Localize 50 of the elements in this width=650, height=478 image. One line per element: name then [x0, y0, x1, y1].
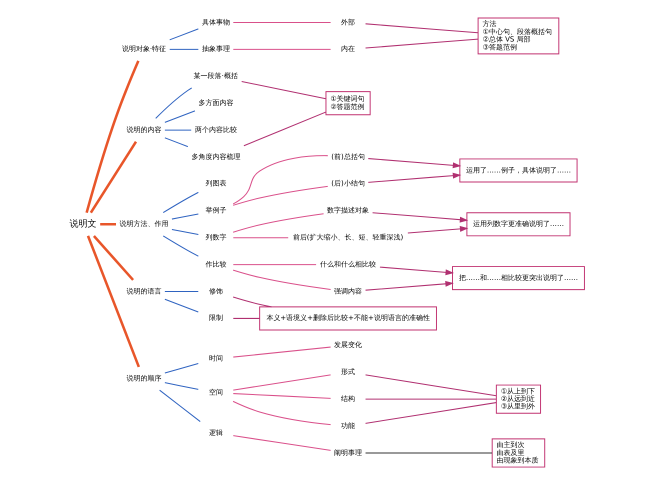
connector [233, 318, 260, 319]
connector [159, 390, 201, 422]
connector [365, 374, 496, 396]
arrow [366, 280, 454, 291]
connector [232, 270, 331, 290]
connector [233, 237, 288, 238]
connector [92, 235, 134, 281]
connector [232, 155, 328, 204]
connector [232, 186, 328, 206]
arrow [372, 212, 468, 223]
connector [172, 214, 198, 220]
connector [233, 346, 331, 358]
connector [233, 393, 331, 399]
connector [155, 87, 192, 119]
connector [366, 398, 496, 400]
connector [162, 235, 199, 257]
connector [232, 400, 331, 426]
connector [164, 363, 198, 374]
connector [164, 137, 188, 148]
arrow [408, 226, 468, 234]
connector [233, 374, 331, 391]
connector [90, 141, 138, 214]
connector [232, 213, 324, 233]
connector [162, 192, 199, 214]
connector [366, 38, 478, 49]
node-text: 说明文 [69, 220, 96, 230]
connector [170, 28, 199, 40]
connector [233, 435, 331, 451]
arrow [368, 158, 462, 168]
connector [164, 130, 192, 131]
connector [366, 23, 478, 34]
connector [164, 382, 198, 390]
connector [172, 228, 198, 236]
connector [85, 60, 140, 214]
connector [232, 296, 272, 308]
connector [100, 222, 116, 226]
connector [365, 402, 496, 424]
connector [164, 298, 198, 312]
connector [86, 235, 140, 368]
arrow [380, 266, 454, 276]
connector [242, 80, 326, 100]
connector [366, 452, 492, 454]
connector [244, 112, 326, 146]
connector [170, 48, 198, 50]
connector [164, 110, 196, 123]
arrow [368, 172, 462, 183]
connector [164, 291, 198, 292]
connector [233, 22, 331, 23]
connector [233, 48, 331, 50]
connector [233, 264, 316, 266]
